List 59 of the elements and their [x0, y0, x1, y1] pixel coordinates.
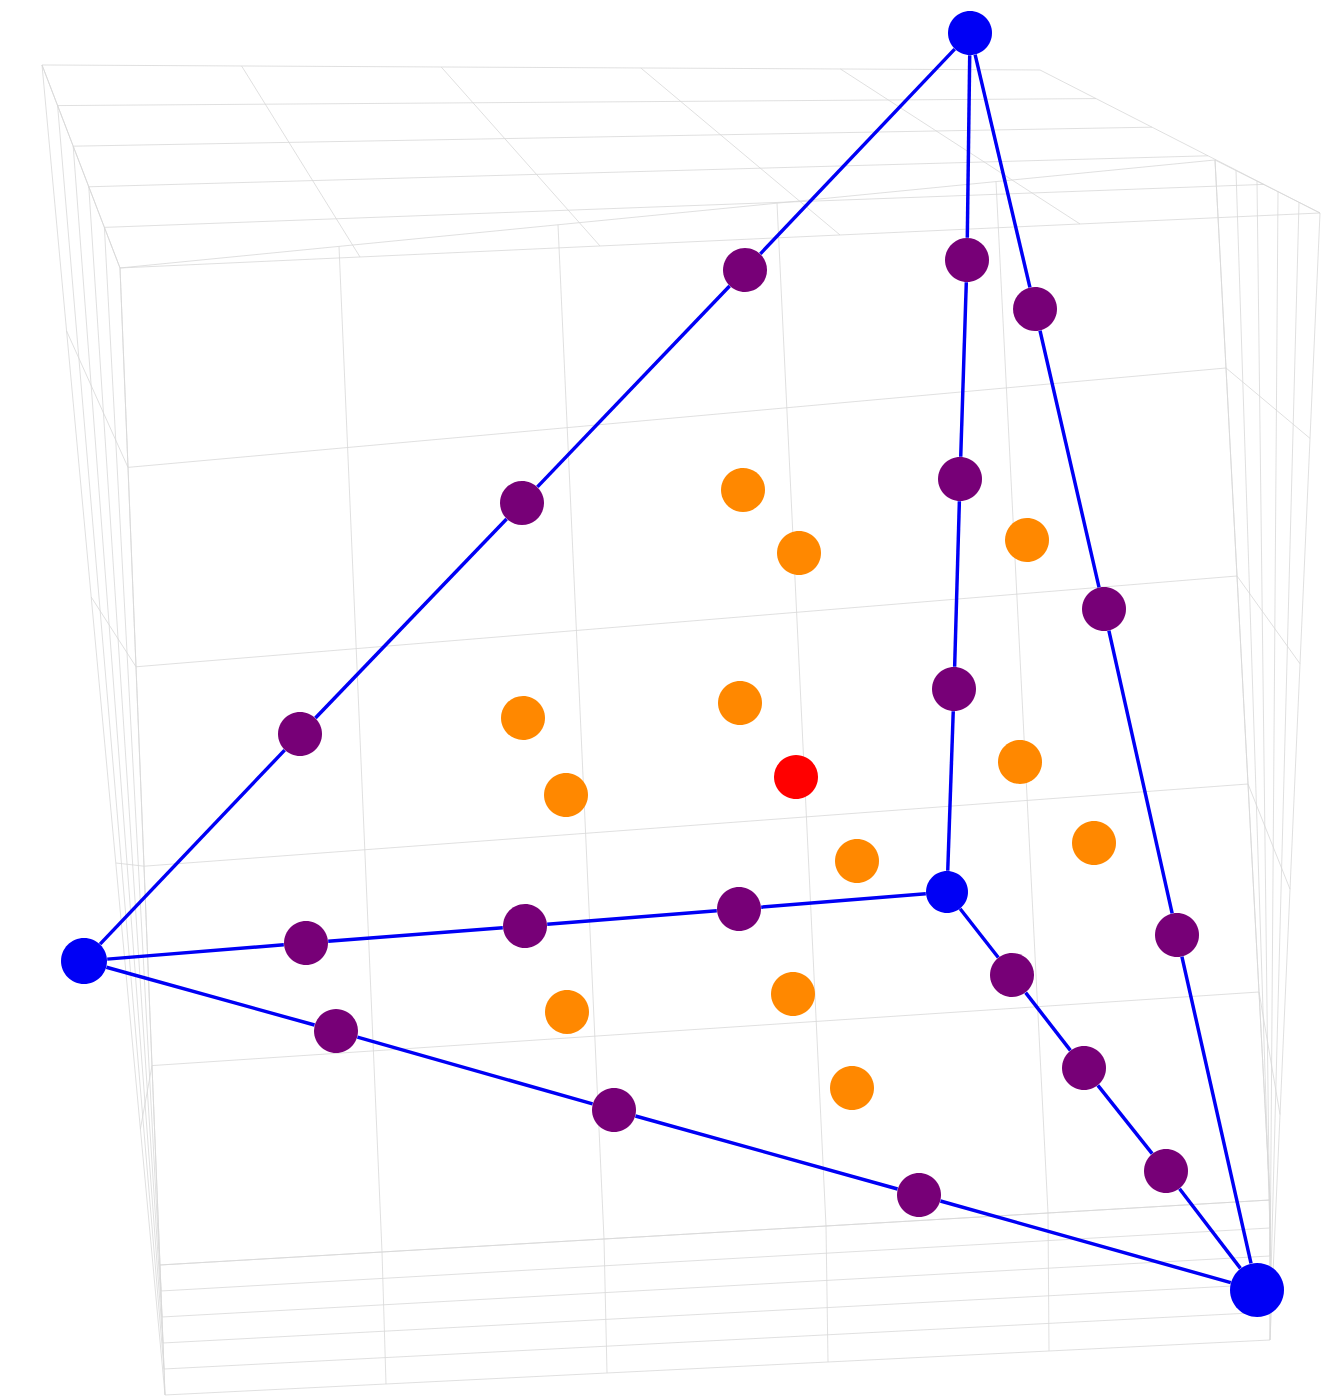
edge-point-dot [503, 904, 547, 948]
connector-line [952, 501, 962, 667]
lattice-dot [718, 681, 762, 725]
edge-point-dot [284, 921, 328, 965]
connector-line [536, 284, 731, 489]
connector-line [1178, 1187, 1242, 1270]
vertex-dot [926, 871, 968, 913]
connector-line [356, 1035, 594, 1106]
edge-point-dot [897, 1173, 941, 1217]
lattice-dot [545, 990, 589, 1034]
edge-point-dot [1062, 1046, 1106, 1090]
lattice-dot [998, 740, 1042, 784]
vertex-dot [948, 11, 992, 55]
edge-point-dot [1013, 287, 1057, 331]
center-dot [774, 755, 818, 799]
connector-line [98, 748, 286, 946]
lattice-dot [830, 1066, 874, 1110]
connector-line [761, 892, 926, 909]
lattice-dot [501, 696, 545, 740]
connector-line [965, 55, 972, 238]
connector-line [959, 282, 969, 457]
lattice-dot [544, 773, 588, 817]
connector-line [314, 517, 508, 720]
lattice-dot [771, 972, 815, 1016]
connector-line [105, 965, 315, 1027]
connector-line [1096, 1084, 1154, 1155]
connector-line [939, 1199, 1232, 1285]
edge-point-dot [278, 712, 322, 756]
edge-point-dot [1082, 587, 1126, 631]
lattice-dot [721, 468, 765, 512]
vertex-dot [61, 938, 107, 984]
connector-line [1024, 991, 1072, 1052]
edge-point-dot [1155, 913, 1199, 957]
edge-point-dot [592, 1088, 636, 1132]
connector-line [958, 907, 1000, 959]
edge-point-dot [1144, 1149, 1188, 1193]
lattice-dot [1005, 518, 1049, 562]
connector-line [946, 711, 955, 871]
connector-line [973, 54, 1032, 288]
edge-point-dot [717, 887, 761, 931]
connector-line [635, 1114, 899, 1191]
edge-point-dot [938, 457, 982, 501]
edge-point-dot [990, 953, 1034, 997]
connector-line [328, 926, 503, 943]
connector-line [547, 909, 717, 926]
lattice-dot [835, 839, 879, 883]
connector-line [1038, 330, 1101, 588]
lattice-dot [777, 531, 821, 575]
edge-point-dot [500, 481, 544, 525]
edge-point-dot [723, 248, 767, 292]
connector-line [107, 943, 284, 961]
edge-point-dot [932, 667, 976, 711]
edge-point-dot [945, 238, 989, 282]
connector-line [759, 47, 956, 256]
lattice-dot [1072, 821, 1116, 865]
edge-point-dot [314, 1009, 358, 1053]
connector-line [1180, 956, 1253, 1264]
connector-line [1107, 630, 1174, 914]
vertex-dot [1230, 1263, 1284, 1317]
